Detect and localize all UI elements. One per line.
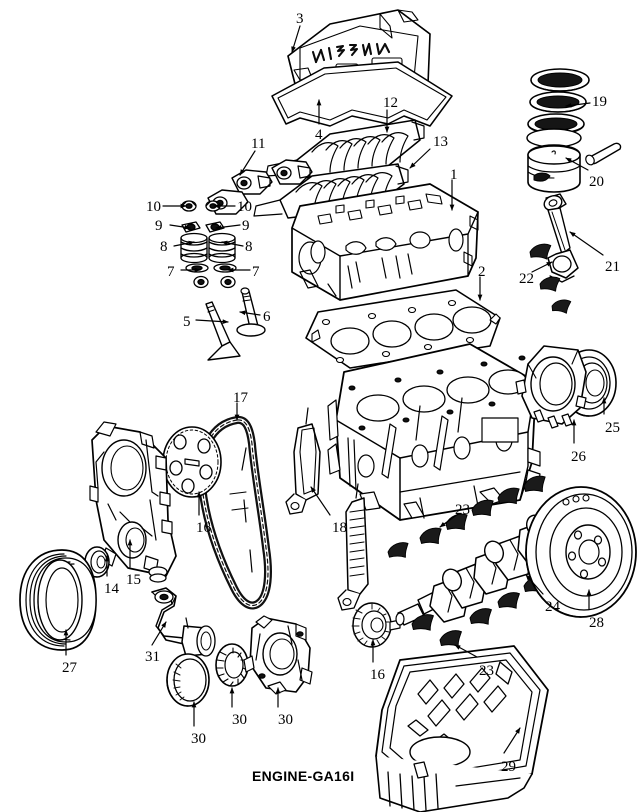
- callout-8-valve-spring: 8: [245, 239, 253, 255]
- callout-28-flywheel: 28: [589, 615, 604, 631]
- part-oil-pump-inner-rotor: [215, 643, 249, 687]
- callout-3-valve-cover: 3: [296, 11, 304, 27]
- callout-20-piston-and-pin: 20: [589, 174, 604, 190]
- piston-pin: [585, 142, 622, 166]
- leader-line-5: [195, 319, 229, 325]
- callout-19-piston-ring-set: 19: [592, 94, 607, 110]
- callout-14-front-crankshaft-seal: 14: [104, 581, 119, 597]
- callout-8-valve-spring: 8: [160, 239, 168, 255]
- callout-11-rocker-arm: 11: [251, 136, 266, 152]
- part-oil-pickup-tube: [149, 573, 216, 657]
- part-crankshaft-pulley: [19, 549, 97, 651]
- callout-30-oil-pump-inner-rotor: 30: [232, 712, 247, 728]
- callout-9-valve-spring-seat: 9: [242, 218, 250, 234]
- callout-30-oil-pump-body: 30: [278, 712, 293, 728]
- callout-29-oil-pan: 29: [501, 759, 516, 775]
- leader-line-13: [409, 148, 431, 169]
- callout-13-camshaft-exhaust: 13: [433, 134, 448, 150]
- intake-valve: [205, 301, 241, 361]
- leader-line-9: [215, 224, 241, 230]
- callout-23-main-bearing-lower: 23: [479, 663, 494, 679]
- callout-26-rear-seal-retainer: 26: [571, 449, 586, 465]
- callout-2-cylinder-head-gasket: 2: [478, 264, 486, 280]
- part-cylinder-head: [291, 183, 479, 301]
- callout-9-valve-spring-seat: 9: [155, 218, 163, 234]
- callout-7-valve-oil-seal: 7: [252, 264, 260, 280]
- part-front-timing-cover: [89, 421, 177, 578]
- callout-5-intake-valve: 5: [183, 314, 191, 330]
- callout-25-rear-crankshaft-seal: 25: [605, 420, 620, 436]
- callout-1-cylinder-head: 1: [450, 167, 458, 183]
- part-timing-chain-guide-upper: [285, 407, 321, 515]
- callout-18-timing-chain-guide: 18: [332, 520, 347, 536]
- part-flywheel: [525, 486, 637, 618]
- part-connecting-rod: [543, 193, 579, 283]
- leader-line-22: [531, 261, 553, 273]
- callout-30-oil-pump-rotor: 30: [191, 731, 206, 747]
- callout-12-camshaft-intake: 12: [383, 95, 398, 111]
- leader-line-20: [565, 157, 589, 171]
- diagram-caption: ENGINE-GA16I: [252, 768, 355, 784]
- leader-line-19: [565, 102, 591, 108]
- callout-23-main-bearing-upper: 23: [455, 502, 470, 518]
- callout-17-timing-chain: 17: [233, 390, 248, 406]
- leader-line-6: [239, 310, 261, 316]
- part-piston-rings: [526, 68, 590, 148]
- part-oil-pan: [375, 645, 549, 812]
- leader-line-21: [569, 231, 604, 256]
- callout-6-exhaust-valve: 6: [263, 309, 271, 325]
- callout-10-valve-spring-retainer: 10: [237, 199, 252, 215]
- part-crankshaft-sprocket: [351, 602, 401, 648]
- callout-27-crankshaft-pulley: 27: [62, 660, 77, 676]
- callout-22-connecting-rod-bearing: 22: [519, 271, 534, 287]
- exhaust-valve: [236, 287, 266, 337]
- part-valve-cover-gasket: [271, 61, 453, 127]
- callout-10-valve-spring-retainer: 10: [146, 199, 161, 215]
- part-oil-pump-body: [243, 615, 313, 695]
- part-cylinder-block: [327, 343, 541, 521]
- callout-16-crankshaft-sprocket: 16: [370, 667, 385, 683]
- callout-21-connecting-rod: 21: [605, 259, 620, 275]
- part-rear-seal-retainer: [515, 345, 587, 429]
- callout-7-valve-oil-seal: 7: [167, 264, 175, 280]
- callout-24-crankshaft: 24: [545, 599, 560, 615]
- leader-line-8: [173, 240, 195, 247]
- part-valves: [205, 287, 266, 361]
- leader-line-31: [151, 621, 167, 646]
- part-timing-chain-guide-lower: [337, 483, 369, 611]
- leader-line-9: [169, 224, 191, 230]
- callout-31-oil-pickup-tube: 31: [145, 649, 160, 665]
- part-oil-pump-outer-rotor: [166, 653, 210, 707]
- leader-line-29: [503, 727, 521, 754]
- leader-line-24: [525, 574, 544, 595]
- leader-line-3: [291, 25, 301, 53]
- part-camshaft-sprocket: [162, 426, 222, 498]
- leader-line-23: [439, 513, 459, 528]
- callout-15-front-timing-cover: 15: [126, 572, 141, 588]
- callout-4-valve-cover-gasket: 4: [315, 127, 323, 143]
- leader-line-23: [454, 644, 478, 658]
- leader-line-18: [310, 486, 331, 516]
- leader-line-11: [239, 150, 256, 176]
- part-piston-and-pin: [527, 142, 622, 193]
- callout-16-camshaft-sprocket: 16: [196, 520, 211, 536]
- leader-line-8: [221, 240, 244, 247]
